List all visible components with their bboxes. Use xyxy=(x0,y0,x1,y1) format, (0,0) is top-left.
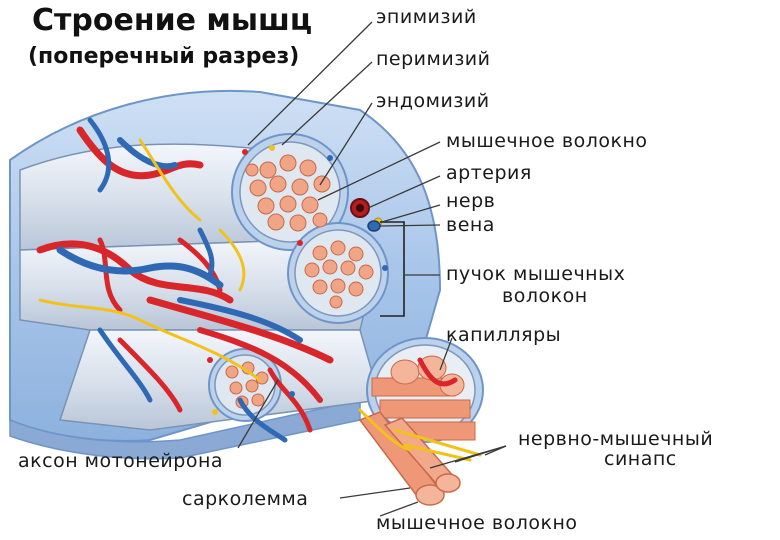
fibers-lower xyxy=(225,361,269,409)
artery-vessels xyxy=(36,126,458,433)
protruding-fiber-bundle xyxy=(358,411,461,506)
label-muscle-fiber-top: мышечное волокно xyxy=(446,130,648,152)
nerve-fibers xyxy=(38,138,482,462)
vein-vessels xyxy=(56,117,303,443)
label-capillaries: капилляры xyxy=(446,324,562,346)
label-artery: артерия xyxy=(446,162,532,184)
label-bundle-line2: волокон xyxy=(502,285,588,307)
label-axon: аксон мотонейрона xyxy=(18,450,224,472)
diagram-title: Строение мышц xyxy=(32,3,313,38)
diagram-subtitle: (поперечный разрез) xyxy=(28,44,300,69)
leader-lines xyxy=(237,21,507,517)
label-synapse-line2: синапс xyxy=(604,448,677,470)
fibers-top xyxy=(245,154,331,232)
bundle-bracket xyxy=(380,221,405,317)
label-epimysium: эпимизий xyxy=(376,6,477,28)
front-fibers xyxy=(371,355,476,441)
vein-section xyxy=(367,220,381,232)
label-sarcolemma: сарколемма xyxy=(182,488,309,510)
label-synapse-line1: нервно-мышечный xyxy=(518,428,714,450)
label-nerve: нерв xyxy=(446,190,496,212)
label-vein: вена xyxy=(446,214,495,236)
fibers-middle xyxy=(304,240,374,309)
artery-section xyxy=(350,198,370,218)
perimysium-vessel-dots xyxy=(207,145,388,415)
label-muscle-fiber-bottom: мышечное волокно xyxy=(376,512,578,534)
label-bundle-line1: пучок мышечных xyxy=(446,263,626,285)
label-perimysium: перимизий xyxy=(376,48,491,70)
label-endomysium: эндомизий xyxy=(376,90,490,112)
